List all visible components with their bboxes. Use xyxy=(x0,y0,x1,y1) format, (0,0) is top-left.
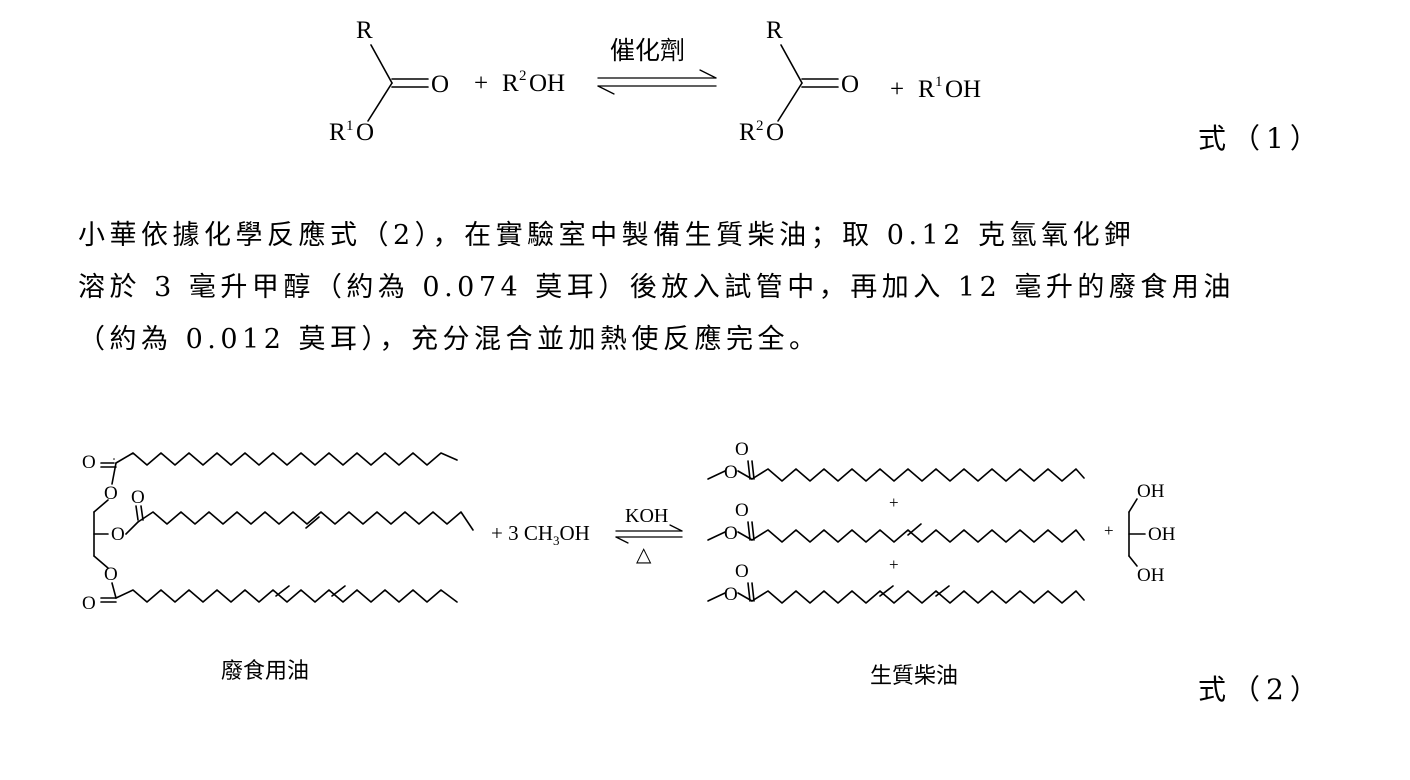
alcohol-r-label: R xyxy=(502,70,519,97)
product2-carbonyl-o: O xyxy=(735,500,749,521)
product2-ether-o: O xyxy=(724,523,738,544)
glycerol-skeleton xyxy=(1128,498,1146,567)
plus-between-products-2: + xyxy=(889,555,899,574)
product1-carbonyl-o: O xyxy=(735,439,749,460)
tg-oxygen-5: O xyxy=(104,564,118,585)
paragraph-line-2: 溶於 3 毫升甲醇（約為 0.074 莫耳）後放入試管中，再加入 12 毫升的廢… xyxy=(78,272,1235,303)
product-alcohol-oh-label: OH xyxy=(945,76,981,103)
product-ester-r2-superscript: 2 xyxy=(756,118,764,134)
glycerol-oh-1: OH xyxy=(1137,481,1165,502)
glycerol-oh-2: OH xyxy=(1148,524,1176,545)
product-ester-r2-label: R xyxy=(739,119,756,146)
methanol-reagent: + 3 CH3OH xyxy=(491,521,590,548)
heat-symbol: △ xyxy=(636,544,652,566)
equation-1-label: 式（1） xyxy=(1198,122,1324,155)
product-alcohol-r1-superscript: 1 xyxy=(935,74,943,90)
equation-2-label: 式（2） xyxy=(1198,673,1324,706)
product3-carbonyl-o: O xyxy=(735,561,749,582)
plus-sign: + xyxy=(474,70,488,97)
paragraph-line-3: （約為 0.012 莫耳），充分混合並加熱使反應完全。 xyxy=(78,324,821,355)
product-alcohol-r-label: R xyxy=(918,76,935,103)
methyl-ester-skeletons xyxy=(707,460,1085,604)
glycerol-oh-3: OH xyxy=(1137,565,1165,586)
product1-ether-o: O xyxy=(724,462,738,483)
equilibrium-arrow-1 xyxy=(597,69,717,95)
tg-oxygen-4: O xyxy=(111,524,125,545)
product-ester-r-label: R xyxy=(766,17,783,44)
ester-r1-superscript: 1 xyxy=(346,118,354,134)
waste-oil-caption: 廢食用油 xyxy=(221,659,309,684)
tg-oxygen-1: O xyxy=(82,452,96,473)
product3-ether-o: O xyxy=(724,584,738,605)
paragraph-line-1: 小華依據化學反應式（2），在實驗室中製備生質柴油；取 0.12 克氫氧化鉀 xyxy=(78,220,1136,251)
biodiesel-caption: 生質柴油 xyxy=(870,664,958,689)
tg-oxygen-2: O xyxy=(104,483,118,504)
ester-skeleton-left xyxy=(367,44,429,122)
alcohol-r2-superscript: 2 xyxy=(519,68,527,84)
alcohol-oh-label: OH xyxy=(529,70,565,97)
equilibrium-arrow-2 xyxy=(615,524,683,544)
plus-glycerol: + xyxy=(1104,521,1114,540)
plus-between-products-1: + xyxy=(889,493,899,512)
product-carbonyl-o-label: O xyxy=(841,71,859,98)
ester-skeleton-right xyxy=(777,44,839,122)
catalyst-label: 催化劑 xyxy=(610,36,685,65)
ether-o-label: O xyxy=(356,119,374,146)
tg-oxygen-6: O xyxy=(82,593,96,614)
carbonyl-o-label: O xyxy=(431,71,449,98)
ester-r-label: R xyxy=(356,17,373,44)
koh-catalyst-label: KOH xyxy=(625,505,668,527)
ester-r1-label: R xyxy=(329,119,346,146)
triglyceride-skeleton xyxy=(93,452,474,603)
product-ether-o-label: O xyxy=(766,119,784,146)
product-plus-sign: + xyxy=(890,76,904,103)
tg-oxygen-3: O xyxy=(131,487,145,508)
